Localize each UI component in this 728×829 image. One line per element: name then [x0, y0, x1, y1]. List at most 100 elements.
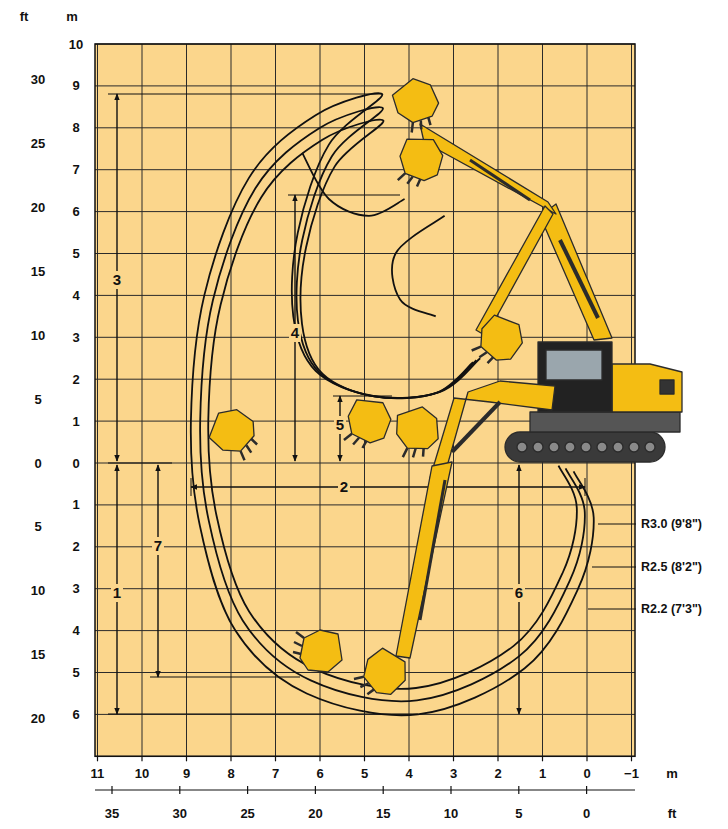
bucket-body: [204, 403, 261, 460]
boom: [540, 204, 612, 340]
tick-label: 10: [444, 806, 458, 821]
envelope-curve: [208, 120, 577, 689]
callout-number: 5: [334, 416, 346, 434]
tick-label: 25: [31, 136, 45, 151]
tick-label: 0: [583, 766, 590, 781]
axis-tick: [319, 756, 320, 761]
axis-tick: [383, 786, 384, 794]
tick-label: 9: [72, 78, 79, 93]
tick-label: 1: [72, 497, 79, 512]
arm: [476, 206, 553, 336]
bucket-body: [343, 395, 394, 446]
dimension-arrows: [117, 94, 585, 714]
bucket-body: [355, 643, 414, 702]
tick-label: 5: [72, 246, 79, 261]
axis-tick: [141, 756, 142, 761]
track-roller: [597, 442, 607, 452]
bucket: [293, 630, 342, 672]
grid-ground: [95, 44, 635, 756]
grid-line: [97, 44, 98, 756]
bucket: [387, 73, 448, 136]
tick-label: 2: [72, 372, 79, 387]
leader-line: [598, 524, 636, 525]
axis-tick: [247, 786, 248, 794]
arm: [396, 462, 452, 658]
grid-line: [95, 253, 635, 254]
bucket-body: [387, 73, 444, 130]
callout-number: 1: [111, 584, 123, 602]
bucket-body: [472, 310, 529, 367]
track-roller: [645, 442, 655, 452]
hydraulic-cylinder: [560, 240, 598, 318]
grid-line: [186, 44, 187, 756]
axis-line: [95, 789, 635, 790]
tick-label: 0: [34, 456, 41, 471]
bucket: [341, 395, 394, 453]
bucket: [393, 405, 443, 461]
callout-number: 7: [152, 537, 164, 555]
axis-tick: [179, 786, 180, 794]
grid-line: [95, 630, 635, 631]
tick-label: 4: [72, 288, 79, 303]
leader-lines: [108, 94, 636, 714]
tick-label: 30: [31, 72, 45, 87]
axis-tick: [497, 756, 498, 761]
callout-number: 3: [111, 271, 123, 289]
tick-label: 3: [72, 330, 79, 345]
track-roller: [613, 442, 623, 452]
radius-label: R3.0 (9'8"): [641, 517, 702, 532]
track-roller: [517, 442, 527, 452]
axis: [95, 756, 635, 794]
tick-label: 20: [31, 711, 45, 726]
tick-label: 10: [31, 328, 45, 343]
tick-label: 10: [135, 766, 149, 781]
radius-label: R2.5 (8'2"): [641, 560, 702, 575]
tick-label: 15: [376, 806, 390, 821]
bucket: [468, 310, 529, 373]
tick-label: 6: [72, 204, 79, 219]
axis-tick: [111, 786, 112, 794]
axis-unit: m: [666, 766, 678, 781]
excavator: [204, 73, 682, 707]
axis-tick: [408, 756, 409, 761]
tick-label: 9: [183, 766, 190, 781]
tick-label: 3: [72, 581, 79, 596]
track: [505, 432, 665, 462]
hydraulic-cylinder: [420, 480, 445, 620]
cab-window: [546, 350, 602, 380]
tick-label: 35: [105, 806, 119, 821]
tick-label: 5: [72, 665, 79, 680]
leader-line: [288, 195, 400, 196]
axis-tick: [518, 786, 519, 794]
bucket: [204, 403, 267, 464]
hydraulic-cylinder: [452, 402, 500, 452]
track-roller: [549, 442, 559, 452]
axis-unit: m: [66, 9, 78, 24]
grid-line: [95, 127, 635, 128]
tick-label: 5: [34, 392, 41, 407]
tick-label: 0: [583, 806, 590, 821]
bucket: [351, 643, 415, 708]
leader-line: [150, 677, 300, 678]
axis-tick: [275, 756, 276, 761]
grid-line: [95, 546, 635, 547]
track-roller: [565, 442, 575, 452]
tick-label: 8: [227, 766, 234, 781]
axis-tick: [230, 756, 231, 761]
tick-label: 3: [450, 766, 457, 781]
callout-number: 2: [338, 478, 350, 496]
leader-line: [592, 567, 636, 568]
arm: [420, 124, 556, 214]
tick-label: 5: [361, 766, 368, 781]
bucket-teeth: [470, 344, 495, 365]
tick-label: 0: [72, 456, 79, 471]
grid: [95, 44, 635, 756]
axis-tick: [315, 786, 316, 794]
axis-tick: [364, 756, 365, 761]
envelope-curve: [191, 93, 594, 715]
axis-tick: [453, 756, 454, 761]
track-roller: [533, 442, 543, 452]
vent: [660, 380, 674, 394]
